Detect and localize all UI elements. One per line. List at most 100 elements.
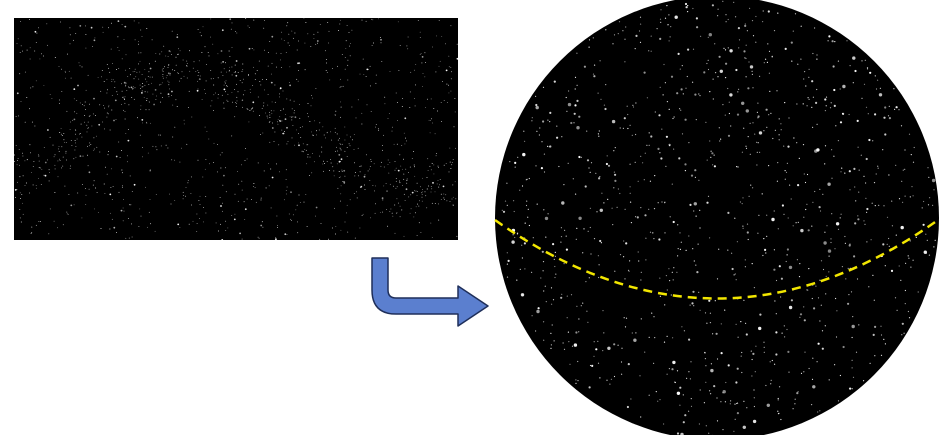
sphere-star [609, 383, 611, 385]
panorama-star [117, 93, 118, 95]
panorama-star [449, 200, 451, 202]
sphere-star [543, 321, 545, 323]
panorama-star [448, 92, 450, 94]
panorama-star [375, 185, 377, 187]
sphere-star [622, 127, 625, 129]
sphere-star [839, 217, 841, 219]
sphere-star [638, 30, 641, 32]
panorama-star [145, 121, 147, 123]
sphere-star [652, 232, 654, 234]
panorama-star [307, 33, 309, 35]
panorama-star [217, 53, 219, 55]
panorama-star [395, 178, 397, 179]
sphere-star [806, 173, 809, 176]
panorama-star [383, 134, 385, 136]
panorama-star [340, 101, 342, 103]
sphere-star [689, 304, 691, 306]
sphere-star [542, 261, 545, 263]
panorama-star [111, 94, 113, 96]
sphere-star [676, 370, 679, 372]
sphere-star [786, 162, 789, 164]
sphere-star [709, 390, 711, 392]
sphere-star [863, 220, 865, 222]
panorama-star [426, 177, 428, 178]
panorama-star [234, 31, 236, 32]
panorama-star [14, 154, 16, 156]
sphere-star [784, 47, 787, 51]
sphere-star [927, 204, 930, 206]
panorama-star [114, 99, 117, 102]
panorama-star [176, 106, 178, 107]
sphere-star [593, 341, 595, 343]
panorama-star [131, 236, 133, 238]
sphere-star [722, 104, 724, 106]
sphere-star [768, 165, 770, 167]
panorama-star [256, 70, 258, 72]
panorama-star [305, 149, 307, 151]
sphere-star [778, 412, 780, 414]
sphere-star [560, 241, 562, 243]
panorama-star [22, 155, 24, 157]
panorama-star [356, 197, 358, 199]
panorama-star [443, 193, 445, 195]
panorama-star [394, 161, 396, 162]
panorama-star [189, 50, 190, 52]
panorama-star [302, 126, 304, 128]
panorama-star [104, 192, 106, 194]
sphere-star [629, 186, 631, 188]
sphere-star [774, 129, 777, 131]
panorama-star [226, 71, 228, 73]
sphere-star [601, 192, 603, 194]
sphere-star [669, 216, 671, 218]
panorama-star [139, 71, 141, 73]
panorama-star [270, 73, 272, 75]
panorama-star [26, 159, 28, 161]
panorama-star [179, 226, 181, 228]
panorama-star [372, 185, 374, 186]
sphere-star [526, 200, 528, 202]
panorama-star [269, 40, 271, 42]
sphere-star [902, 169, 904, 171]
panorama-star [139, 134, 141, 136]
panorama-star [315, 43, 317, 45]
panorama-star [261, 221, 263, 223]
panorama-star [373, 163, 375, 165]
panorama-star [204, 89, 205, 90]
panorama-star [432, 46, 433, 48]
sphere-star [578, 216, 582, 220]
sphere-star [570, 294, 573, 296]
panorama-star [421, 200, 423, 202]
panorama-star [382, 211, 383, 213]
panorama-star [420, 232, 422, 234]
sphere-star [775, 331, 778, 334]
panorama-star [360, 185, 363, 188]
panorama-star [95, 187, 97, 189]
panorama-star [186, 60, 188, 62]
panorama-star [22, 175, 24, 177]
sphere-star [762, 254, 764, 257]
panorama-star [20, 101, 22, 103]
sphere-star [661, 201, 663, 203]
sphere-star [535, 165, 537, 167]
panorama-star [401, 168, 403, 170]
panorama-star [37, 153, 39, 155]
panorama-star [239, 232, 242, 235]
sphere-star [777, 397, 779, 400]
panorama-star [363, 73, 365, 75]
panorama-star [369, 65, 371, 67]
panorama-star [103, 183, 105, 185]
panorama-star [199, 195, 201, 197]
sphere-star [625, 26, 627, 28]
sphere-star [708, 432, 710, 434]
sphere-star [900, 125, 903, 127]
sphere-star [853, 167, 856, 170]
sphere-star [671, 271, 673, 273]
panorama-star [162, 97, 164, 99]
sphere-star [854, 69, 857, 73]
panorama-star [62, 156, 64, 158]
panorama-star [47, 129, 49, 131]
sphere-star [735, 68, 738, 72]
sphere-star [687, 5, 689, 7]
sphere-star [870, 239, 872, 241]
panorama-star [227, 227, 229, 229]
